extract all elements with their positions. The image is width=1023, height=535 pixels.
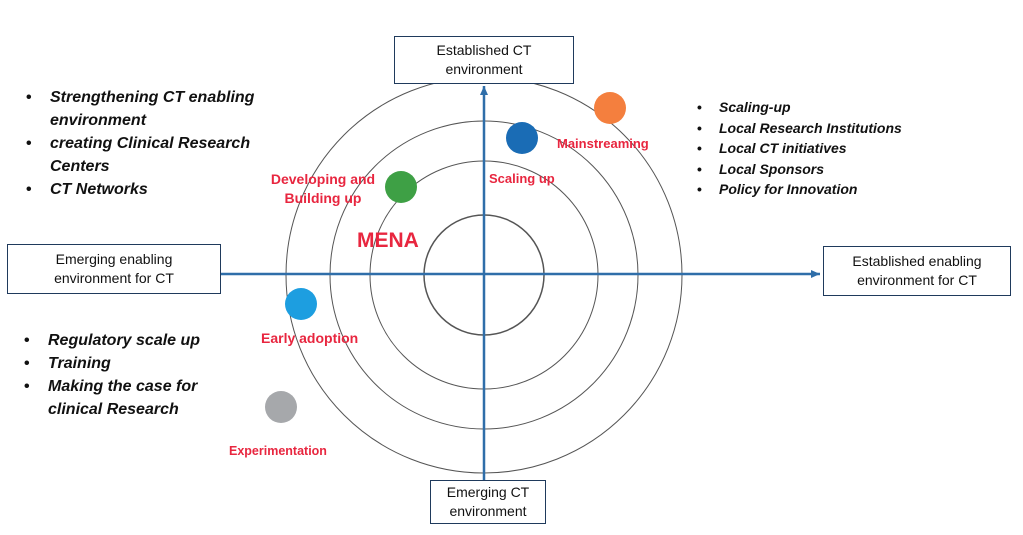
center-label-mena: MENA	[357, 229, 419, 252]
top-left-list: Strengthening CT enabling environment cr…	[20, 86, 270, 201]
list-item: creating Clinical Research Centers	[20, 132, 270, 178]
list-item: Local Sponsors	[693, 159, 933, 180]
left-axis-label-box: Emerging enabling environment for CT	[7, 244, 221, 294]
top-axis-label-box: Established CT environment	[394, 36, 574, 84]
list-item: Regulatory scale up	[18, 329, 218, 352]
bottom-left-list: Regulatory scale up Training Making the …	[18, 329, 218, 421]
list-item: Local Research Institutions	[693, 118, 933, 139]
early-adoption-dot	[285, 288, 317, 320]
list-item: Policy for Innovation	[693, 179, 933, 200]
top-axis-label-line2: environment	[445, 61, 523, 77]
list-item: Local CT initiatives	[693, 138, 933, 159]
scaling-up-label: Scaling up	[489, 171, 555, 186]
top-right-list: Scaling-up Local Research Institutions L…	[693, 97, 933, 200]
left-axis-label-line1: Emerging enabling	[55, 251, 173, 267]
list-item: Making the case for clinical Research	[18, 375, 218, 421]
top-axis-label-line1: Established CT	[436, 42, 532, 58]
list-item: CT Networks	[20, 178, 270, 201]
mainstreaming-label: Mainstreaming	[557, 136, 649, 151]
left-axis-label-line2: environment for CT	[54, 270, 174, 286]
list-item: Scaling-up	[693, 97, 933, 118]
developing-building-label: Developing and Building up	[270, 171, 376, 206]
list-item: Strengthening CT enabling environment	[20, 86, 270, 132]
right-axis-label-box: Established enabling environment for CT	[823, 246, 1011, 296]
bottom-axis-label-box: Emerging CT environment	[430, 480, 546, 524]
experimentation-label: Experimentation	[229, 444, 327, 458]
mainstreaming-dot	[594, 92, 626, 124]
bottom-axis-label-line1: Emerging CT	[446, 484, 530, 500]
list-item: Training	[18, 352, 218, 375]
early-adoption-label: Early adoption	[261, 330, 359, 346]
experimentation-dot	[265, 391, 297, 423]
developing-building-dot	[385, 171, 417, 203]
scaling-up-dot	[506, 122, 538, 154]
right-axis-label-line2: environment for CT	[857, 272, 977, 288]
right-axis-label-line1: Established enabling	[852, 253, 982, 269]
bottom-axis-label-line2: environment	[449, 503, 527, 519]
